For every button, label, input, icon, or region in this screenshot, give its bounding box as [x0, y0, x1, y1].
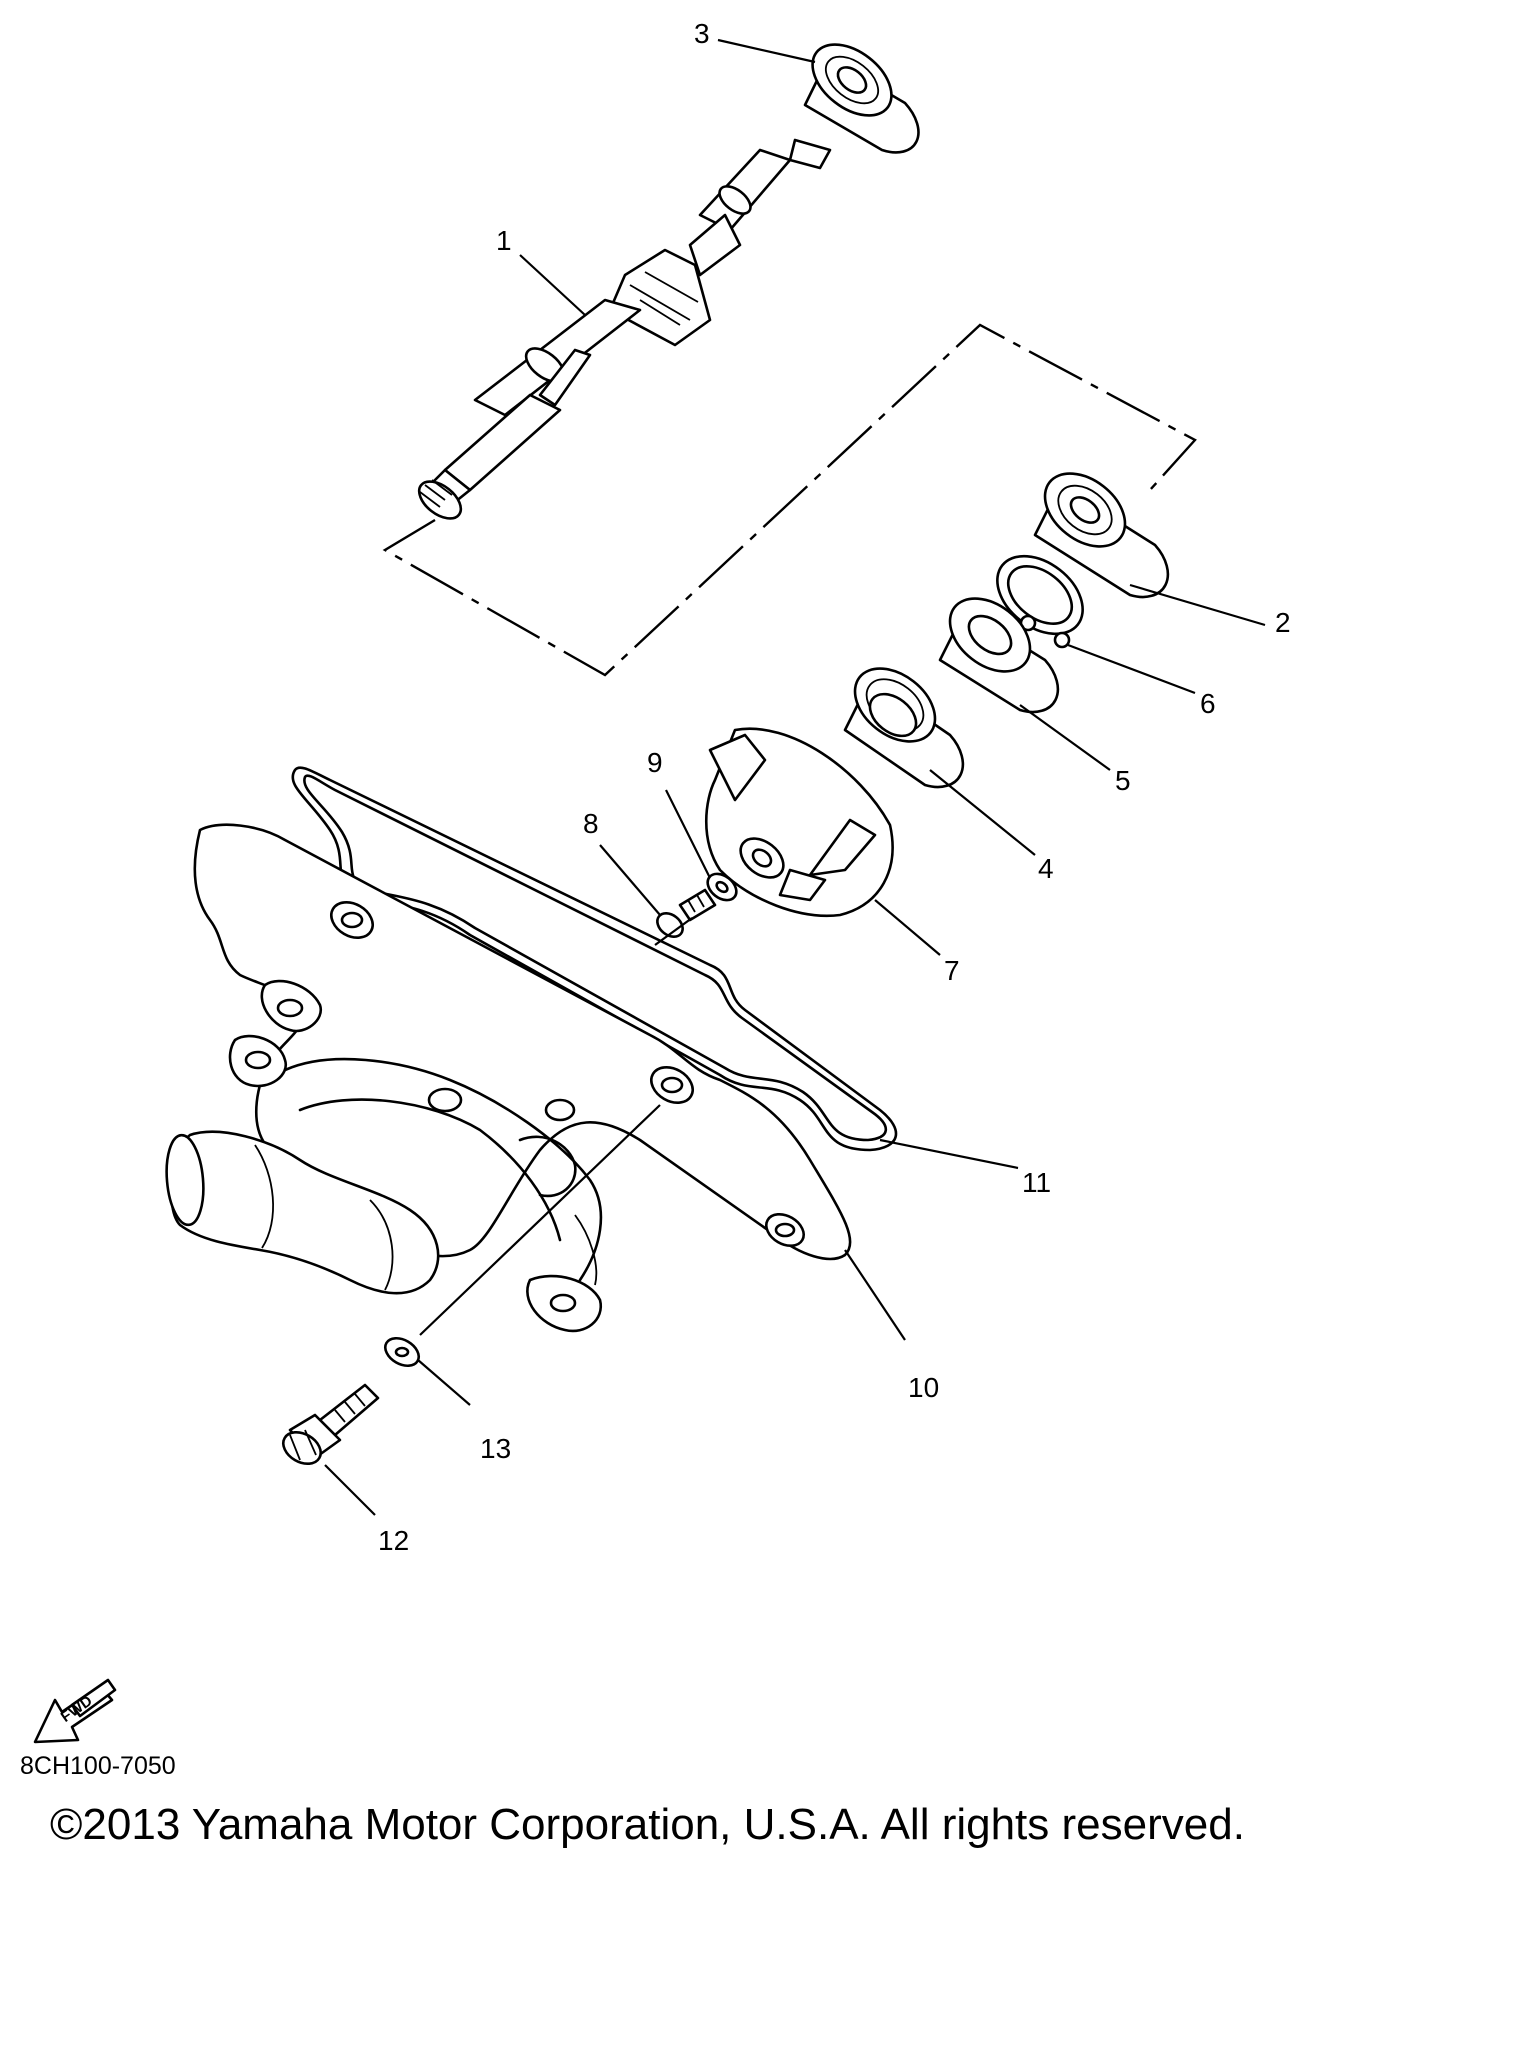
impeller-part-7: [704, 727, 894, 918]
washer-part-13: [383, 1336, 421, 1368]
callout-11: 11: [1022, 1167, 1051, 1198]
shaft-part-1: [417, 138, 832, 520]
callout-2: 2: [1275, 607, 1291, 638]
washer-part-9: [706, 872, 738, 902]
leader-lines: [324, 38, 1266, 1516]
bolt-part-12: [282, 1383, 380, 1466]
bolt-part-8: [656, 888, 717, 938]
callout-5: 5: [1115, 765, 1131, 796]
bearing-part-2: [1033, 472, 1170, 599]
callout-9: 9: [647, 747, 663, 778]
copyright-notice: ©2013 Yamaha Motor Corporation, U.S.A. A…: [50, 1800, 1245, 1849]
fwd-arrow-icon: FWD: [33, 1678, 117, 1744]
alignment-line-13: [419, 1104, 661, 1336]
assembly-line: [382, 323, 1197, 677]
callout-4: 4: [1038, 853, 1054, 884]
callout-7: 7: [944, 955, 960, 986]
alignment-line-8: [654, 917, 693, 946]
gasket-part-11: [291, 766, 898, 1152]
drawing-code: 8CH100-7050: [20, 1752, 176, 1780]
seal-part-5: [938, 597, 1060, 714]
callout-12: 12: [378, 1525, 409, 1556]
callout-labels: 3 1 2 6 5 4 7 9 8 11 10 13 12: [378, 18, 1291, 1556]
bearing-part-3: [803, 43, 920, 154]
circlip-part-6: [996, 554, 1084, 649]
callout-13: 13: [480, 1433, 511, 1464]
callout-1: 1: [496, 225, 512, 256]
callout-10: 10: [908, 1372, 939, 1403]
callout-3: 3: [694, 18, 710, 49]
mechanical-seal-part-4: [843, 667, 965, 789]
pump-housing-part-10: [165, 823, 852, 1333]
callout-6: 6: [1200, 688, 1216, 719]
callout-8: 8: [583, 808, 599, 839]
